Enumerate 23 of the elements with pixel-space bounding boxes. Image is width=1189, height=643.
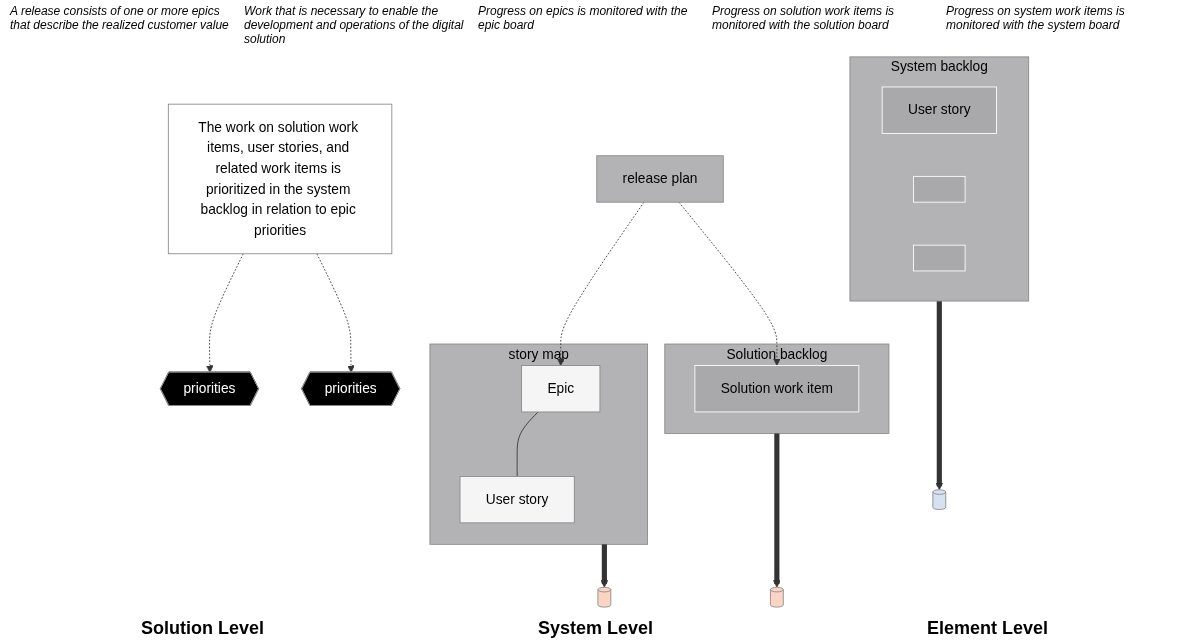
note-text: Progress on epics is monitored with the epic board (478, 4, 689, 34)
note-text: A release consists of one or more epics that describe the realized customer value (10, 4, 230, 34)
node-picture (932, 489, 947, 510)
level-heading: Solution Level (140, 618, 264, 639)
node-picture (597, 586, 612, 608)
connector (516, 411, 539, 477)
node-box: User story (881, 86, 997, 134)
node-box: release plan (596, 155, 724, 203)
node-box: Epic (521, 365, 601, 413)
note-text: Progress on system work items is monitored with the system board (946, 4, 1126, 34)
node-box: Solution work item (694, 365, 860, 413)
node-box (913, 175, 966, 203)
arrow (600, 544, 609, 588)
level-heading: Element Level (926, 618, 1048, 639)
level-heading: System Level (537, 618, 653, 639)
arrow (773, 433, 781, 588)
node-box (913, 244, 966, 272)
node-box: User story (459, 476, 575, 524)
note-text: Progress on solution work items is monitored with the solution board (712, 4, 896, 34)
note-text: Work that is necessary to enable the development and operations of the digital solution (244, 4, 464, 46)
arrow (935, 301, 944, 491)
node-picture (770, 586, 784, 608)
node-box: The work on solution work items, user stories, and related work items is prioritized in the system backlog in relation to epic priorities (167, 103, 393, 255)
